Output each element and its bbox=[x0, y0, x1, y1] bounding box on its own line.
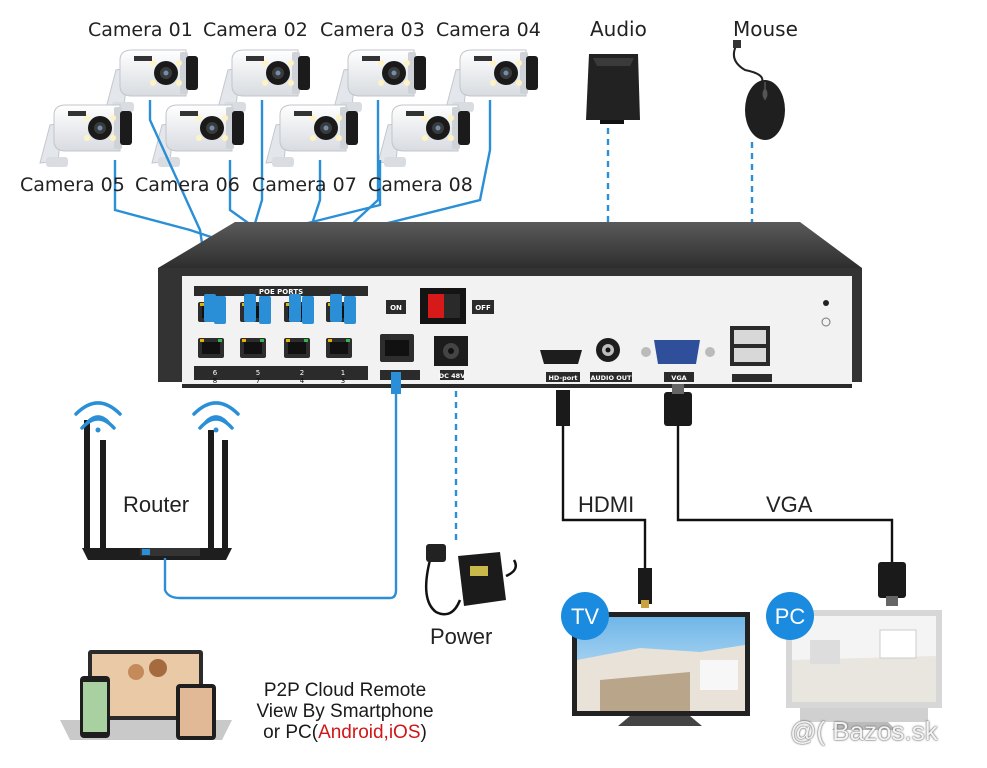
switch-off-label: OFF bbox=[475, 304, 491, 312]
pc-badge-label: PC bbox=[775, 604, 806, 629]
port-2-label: 2 bbox=[300, 369, 304, 377]
camera-02-label: Camera 02 bbox=[203, 19, 308, 41]
camera-06-label: Camera 06 bbox=[135, 174, 240, 196]
camera-07-label: Camera 07 bbox=[252, 174, 357, 196]
p2p-platforms: Android,iOS bbox=[318, 722, 421, 743]
poe-ports-label: POE PORTS bbox=[259, 288, 303, 296]
camera-06-icon bbox=[151, 104, 245, 168]
usb-ports bbox=[730, 326, 772, 382]
p2p-line-3: or PC(Android,iOS) bbox=[240, 722, 450, 743]
port-7-label: 7 bbox=[256, 377, 260, 385]
dc-label: DC 48V bbox=[439, 372, 466, 380]
audio-out-port bbox=[590, 338, 632, 382]
switch-on-label: ON bbox=[390, 304, 402, 312]
camera-01-label: Camera 01 bbox=[88, 19, 193, 41]
p2p-line-3-prefix: or PC( bbox=[263, 722, 319, 743]
camera-07-icon bbox=[265, 104, 359, 168]
camera-04-icon bbox=[445, 49, 539, 113]
p2p-line-2: View By Smartphone bbox=[256, 701, 434, 722]
dc-jack bbox=[434, 336, 468, 380]
hdmi-cable bbox=[556, 390, 652, 608]
router-label: Router bbox=[123, 492, 189, 517]
port-3-label: 3 bbox=[341, 377, 345, 385]
camera-08-label: Camera 08 bbox=[368, 174, 473, 196]
port-8-label: 8 bbox=[213, 377, 217, 385]
vga-port-label: VGA bbox=[671, 374, 686, 382]
camera-03-label: Camera 03 bbox=[320, 19, 425, 41]
tv-badge bbox=[561, 592, 609, 640]
port-5-label: 5 bbox=[256, 369, 260, 377]
wifi-icon bbox=[74, 401, 240, 433]
vga-port bbox=[641, 340, 715, 382]
camera-05-icon bbox=[39, 104, 133, 168]
audio-out-label: AUDIO OUT bbox=[591, 374, 633, 382]
camera-08-icon bbox=[377, 104, 471, 168]
vga-cable bbox=[664, 384, 906, 606]
power-adapter-icon bbox=[424, 544, 517, 616]
camera-01-icon bbox=[105, 49, 199, 113]
hd-port-label: HD-port bbox=[548, 374, 577, 382]
power-switch bbox=[386, 288, 494, 324]
port-4-label: 4 bbox=[300, 377, 305, 385]
hdmi-port bbox=[540, 350, 582, 382]
power-label: Power bbox=[430, 624, 492, 649]
lan-connector bbox=[391, 372, 401, 394]
mouse-icon bbox=[732, 40, 785, 140]
multi-device-icon bbox=[60, 650, 232, 740]
p2p-caption: P2P Cloud Remote View By Smartphone or P… bbox=[240, 680, 450, 743]
port-1-label: 1 bbox=[341, 369, 345, 377]
camera-02-icon bbox=[217, 49, 311, 113]
mouse-label: Mouse bbox=[733, 17, 798, 41]
p2p-line-3-suffix: ) bbox=[420, 722, 427, 743]
vga-label: VGA bbox=[766, 492, 813, 517]
router-icon bbox=[82, 420, 232, 560]
poe-ports bbox=[194, 286, 368, 380]
camera-03-icon bbox=[333, 49, 427, 113]
audio-label: Audio bbox=[590, 17, 647, 41]
pc-monitor-icon bbox=[786, 610, 942, 730]
speaker-icon bbox=[586, 54, 640, 124]
p2p-line-1: P2P Cloud Remote bbox=[263, 680, 427, 701]
lan-cable bbox=[163, 385, 398, 600]
hdmi-label: HDMI bbox=[578, 492, 634, 517]
plugged-connectors bbox=[204, 294, 356, 324]
camera-05-label: Camera 05 bbox=[20, 174, 125, 196]
port-6-label: 6 bbox=[213, 369, 218, 377]
watermark: @( Bazos.sk bbox=[790, 716, 938, 746]
tv-icon bbox=[572, 612, 750, 726]
camera-04-label: Camera 04 bbox=[436, 19, 541, 41]
pc-badge bbox=[766, 592, 814, 640]
tv-badge-label: TV bbox=[571, 604, 599, 629]
